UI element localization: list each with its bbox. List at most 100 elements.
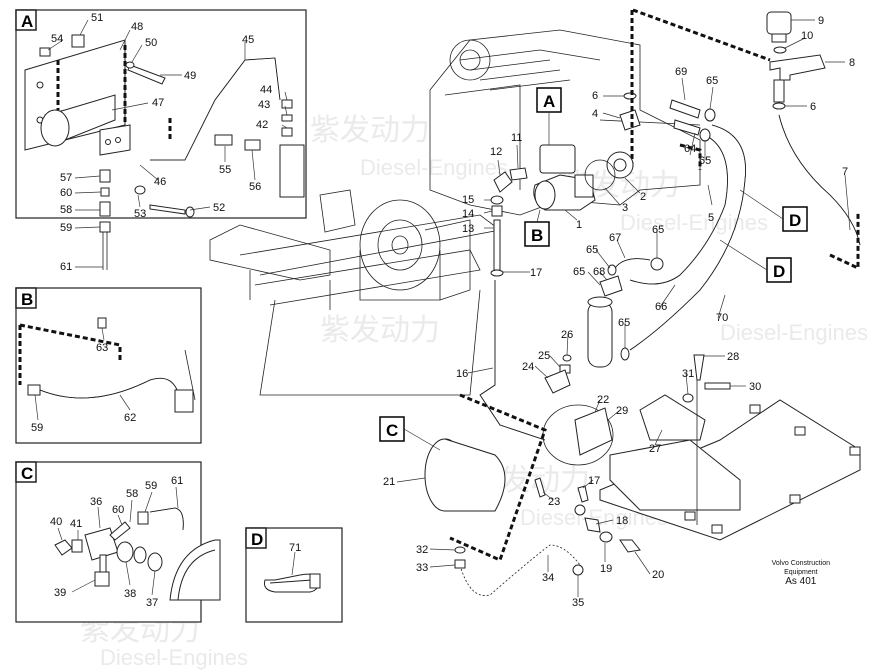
callout-1: 1 bbox=[576, 219, 582, 231]
callout-numbers: 51 48 54 50 49 47 45 44 43 42 55 56 57 6… bbox=[31, 12, 855, 609]
callout-15: 15 bbox=[462, 194, 474, 206]
callout-d-71: 71 bbox=[289, 542, 301, 554]
callout-20: 20 bbox=[652, 569, 664, 581]
callout-65-mid: 65 bbox=[699, 155, 711, 167]
callout-70: 70 bbox=[716, 312, 728, 324]
watermark-english-6: Diesel-Engines bbox=[100, 645, 248, 670]
inset-b-label: B bbox=[21, 290, 33, 309]
callout-a-56: 56 bbox=[249, 181, 261, 193]
callout-a-52: 52 bbox=[213, 202, 225, 214]
view-tags: A B C D D bbox=[379, 87, 808, 451]
main-parts bbox=[424, 8, 861, 597]
callout-a-54: 54 bbox=[51, 33, 63, 45]
callout-16: 16 bbox=[456, 368, 468, 380]
callout-12: 12 bbox=[490, 146, 502, 158]
callout-c-39: 39 bbox=[54, 587, 66, 599]
inset-c: C bbox=[15, 461, 221, 623]
callout-65-top: 65 bbox=[706, 75, 718, 87]
brand-line-2: Equipment bbox=[784, 569, 818, 576]
callout-a-53: 53 bbox=[134, 208, 146, 220]
callout-65-d: 65 bbox=[618, 317, 630, 329]
brand-block: Volvo Construction Equipment As 401 bbox=[771, 559, 830, 587]
callout-67: 67 bbox=[609, 232, 621, 244]
callout-a-43: 43 bbox=[258, 99, 270, 111]
inset-a-label: A bbox=[21, 12, 33, 31]
callout-a-50: 50 bbox=[145, 37, 157, 49]
view-tag-d-2: D bbox=[773, 262, 785, 281]
machine-frame bbox=[209, 29, 701, 396]
inset-a-stack bbox=[99, 221, 111, 270]
view-tag-d-1: D bbox=[789, 211, 801, 230]
inset-d-label: D bbox=[251, 530, 263, 549]
callout-a-57: 57 bbox=[60, 172, 72, 184]
callout-17-top: 17 bbox=[530, 267, 542, 279]
callout-c-58: 58 bbox=[126, 488, 138, 500]
callout-18: 18 bbox=[616, 515, 628, 527]
callout-6-left: 6 bbox=[592, 90, 598, 102]
callout-4: 4 bbox=[592, 108, 598, 120]
callout-a-49: 49 bbox=[184, 70, 196, 82]
callout-66: 66 bbox=[655, 301, 667, 313]
callout-31: 31 bbox=[682, 368, 694, 380]
watermark-chinese-2: 紫发动力 bbox=[310, 114, 430, 147]
callout-24: 24 bbox=[522, 361, 534, 373]
callout-c-38: 38 bbox=[124, 588, 136, 600]
inset-a: A bbox=[15, 9, 307, 219]
callout-21: 21 bbox=[383, 476, 395, 488]
callout-a-59: 59 bbox=[60, 222, 72, 234]
watermark-chinese-7: 紫发动力 bbox=[320, 314, 440, 347]
brand-code: As 401 bbox=[785, 576, 817, 587]
callout-69: 69 bbox=[675, 66, 687, 78]
callout-13: 13 bbox=[462, 223, 474, 235]
callout-6-right: 6 bbox=[810, 101, 816, 113]
callout-b-59: 59 bbox=[31, 422, 43, 434]
callout-65-a: 65 bbox=[586, 244, 598, 256]
callout-a-45: 45 bbox=[242, 34, 254, 46]
inset-d: D bbox=[245, 527, 343, 623]
callout-c-37: 37 bbox=[146, 597, 158, 609]
callout-19: 19 bbox=[600, 563, 612, 575]
inset-c-label: C bbox=[21, 464, 33, 483]
callout-a-42: 42 bbox=[256, 119, 268, 131]
callout-35: 35 bbox=[572, 597, 584, 609]
callout-a-47: 47 bbox=[152, 97, 164, 109]
callout-a-48: 48 bbox=[131, 21, 143, 33]
callout-29: 29 bbox=[616, 405, 628, 417]
callout-7: 7 bbox=[842, 166, 848, 178]
callout-a-58: 58 bbox=[60, 204, 72, 216]
callout-68: 68 bbox=[593, 266, 605, 278]
callout-10: 10 bbox=[801, 30, 813, 42]
callout-a-55: 55 bbox=[219, 164, 231, 176]
callout-25: 25 bbox=[538, 350, 550, 362]
callout-c-60: 60 bbox=[112, 504, 124, 516]
callout-c-40: 40 bbox=[50, 516, 62, 528]
callout-65-c: 65 bbox=[573, 266, 585, 278]
callout-64: 64 bbox=[684, 143, 696, 155]
callout-c-59: 59 bbox=[145, 480, 157, 492]
callout-5: 5 bbox=[708, 212, 714, 224]
callout-c-61: 61 bbox=[171, 475, 183, 487]
view-tag-b: B bbox=[531, 226, 543, 245]
callout-28: 28 bbox=[727, 351, 739, 363]
callout-a-51: 51 bbox=[91, 12, 103, 24]
callout-8: 8 bbox=[849, 57, 855, 69]
callout-23: 23 bbox=[548, 496, 560, 508]
callout-a-46: 46 bbox=[154, 176, 166, 188]
watermark-english-7: Diesel-Engines bbox=[720, 320, 868, 345]
callout-2: 2 bbox=[640, 191, 646, 203]
callout-a-44: 44 bbox=[260, 84, 272, 96]
callout-c-36: 36 bbox=[90, 496, 102, 508]
callout-22: 22 bbox=[597, 394, 609, 406]
callout-30: 30 bbox=[749, 381, 761, 393]
callout-a-61: 61 bbox=[60, 261, 72, 273]
callout-11: 11 bbox=[511, 132, 522, 144]
callout-b-62: 62 bbox=[124, 412, 136, 424]
leader-lines bbox=[34, 19, 851, 597]
brand-line-1: Volvo Construction bbox=[771, 560, 830, 567]
callout-34: 34 bbox=[542, 572, 554, 584]
callout-14: 14 bbox=[462, 208, 474, 220]
callout-17-bottom: 17 bbox=[588, 475, 600, 487]
view-tag-c: C bbox=[386, 421, 398, 440]
callout-32: 32 bbox=[416, 544, 428, 556]
